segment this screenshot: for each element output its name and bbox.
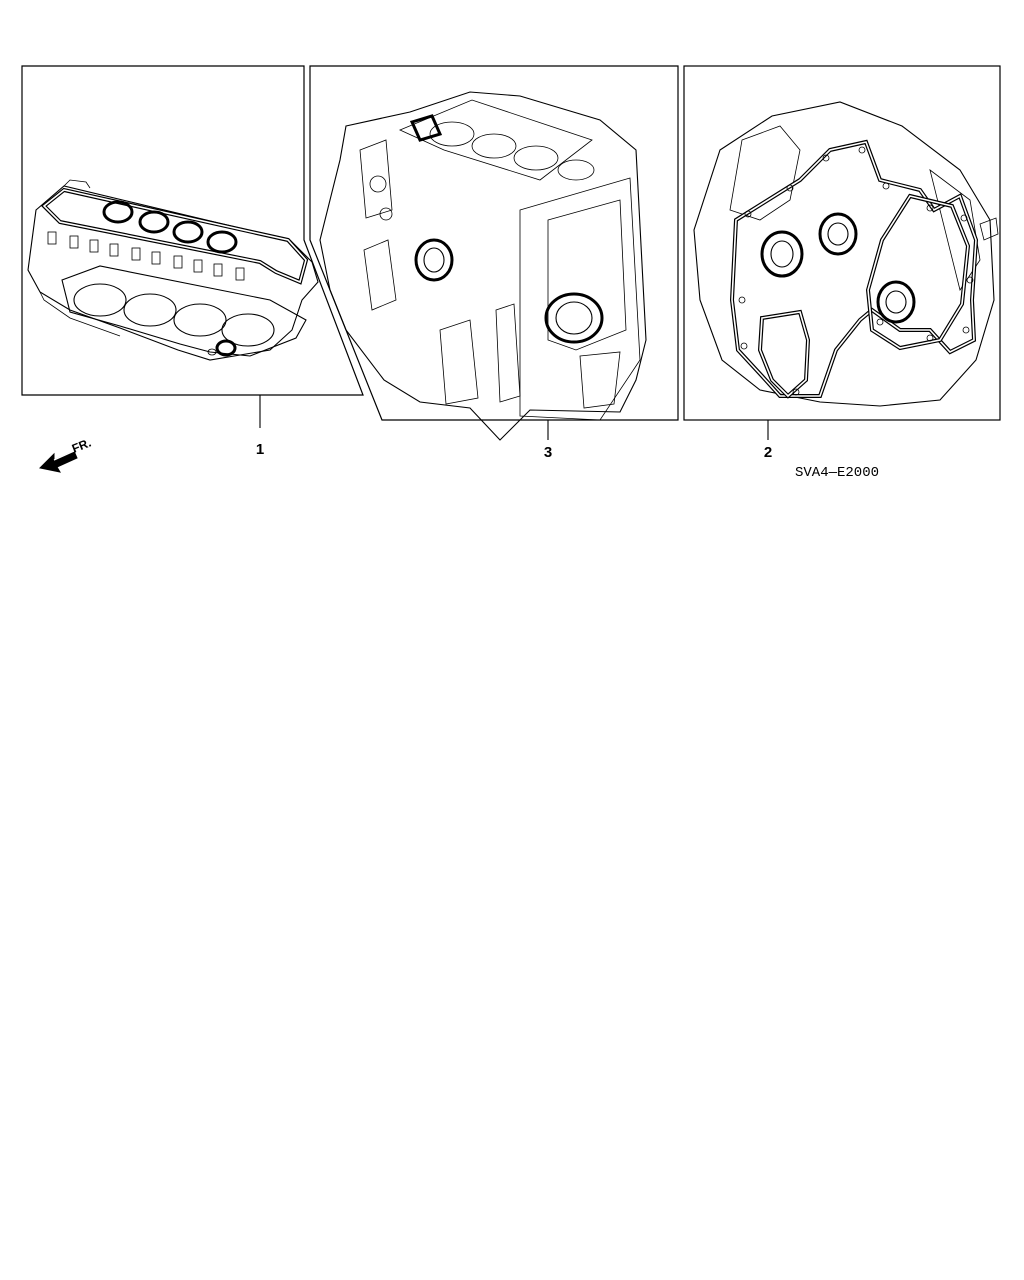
panel-1-frame: [21, 65, 364, 396]
panel-2-frame: [683, 65, 1001, 421]
front-direction-label: FR.: [70, 436, 93, 456]
cylinder-head-gasket-kit-illustration: [27, 179, 319, 361]
callout-1: 1: [256, 395, 264, 458]
front-arrow-icon: [38, 450, 78, 473]
transmission-gasket-kit-illustration: [693, 101, 999, 407]
callout-3: 3: [544, 420, 552, 461]
callout-2: 2: [764, 420, 772, 461]
diagram-code: SVA4—E2000: [795, 465, 879, 481]
callout-2-label: 2: [764, 444, 772, 461]
engine-block-gasket-kit-illustration: [319, 91, 647, 441]
front-direction-indicator: FR.: [38, 436, 93, 473]
callout-3-label: 3: [544, 444, 552, 461]
callout-1-label: 1: [256, 441, 264, 458]
panel-3-frame: [309, 65, 679, 421]
